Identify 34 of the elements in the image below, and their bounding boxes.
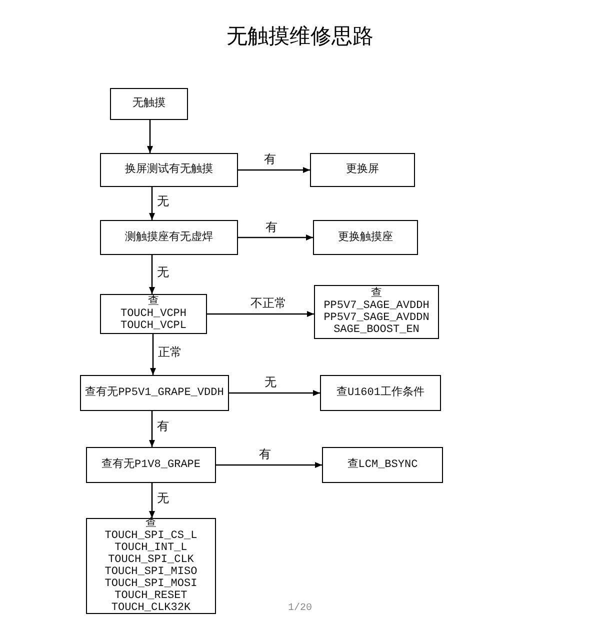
edge-label: 有 [264,153,276,167]
arrow [238,234,313,240]
process-box: 查U1601工作条件 [320,375,441,411]
process-box: 更换触摸座 [313,220,418,255]
process-box: 查有无P1V8_GRAPE [86,447,216,483]
arrow [150,334,156,375]
edge-label: 有 [259,448,271,462]
edge-label: 有 [157,420,169,434]
process-box: 换屏测试有无触摸 [100,153,238,187]
process-box: 查TOUCH_SPI_CS_L TOUCH_INT_L TOUCH_SPI_CLK TOUCH_SPI_MISO TOUCH_SPI_MOSI TOUCH_RESET TOUCH_CLK32K [86,518,216,614]
arrow [149,411,155,447]
process-box: 查PP5V7_SAGE_AVDDH PP5V7_SAGE_AVDDN SAGE_BOOST_EN [314,285,439,339]
arrow [229,390,320,396]
process-box: 查有无PP5V1_GRAPE_VDDH [80,375,229,411]
process-box: 无触摸 [110,88,188,120]
process-box: 测触摸座有无虚焊 [100,220,238,255]
process-box: 查TOUCH_VCPH TOUCH_VCPL [100,294,207,334]
edge-label: 正常 [158,346,182,360]
arrow [216,462,322,468]
arrow [238,167,310,173]
arrow [147,120,153,153]
edge-label: 无 [264,376,276,390]
process-box: 查LCM_BSYNC [322,447,443,483]
process-box: 更换屏 [310,153,415,187]
edge-label: 有 [266,220,278,234]
arrow [207,311,314,317]
title: 无触摸维修思路 [226,23,374,50]
edge-label: 无 [157,194,169,208]
arrow [149,255,155,294]
arrow [149,187,155,220]
edge-label: 无 [157,492,169,506]
arrow [149,483,155,518]
edge-label: 不正常 [250,297,286,311]
edge-label: 无 [157,266,169,280]
